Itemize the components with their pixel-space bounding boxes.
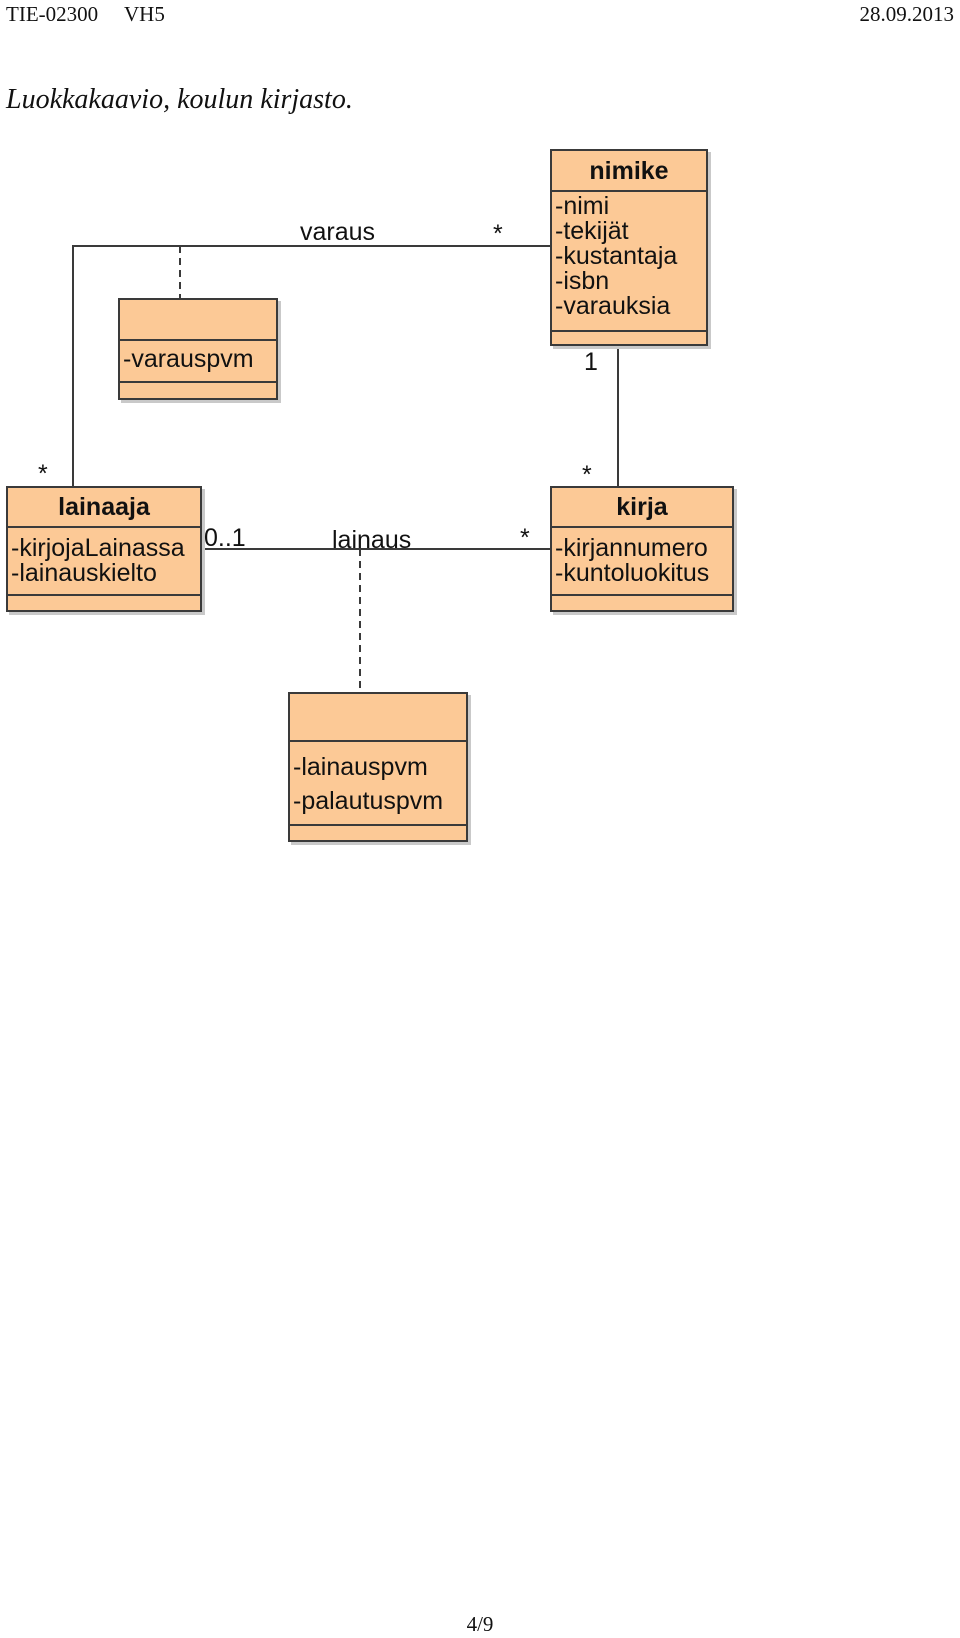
attribute-list: -kirjannumero -kuntoluokitus: [552, 528, 732, 596]
document-date: 28.09.2013: [859, 2, 955, 26]
attribute: -varauksia: [555, 292, 671, 320]
diagram-caption: Luokkakaavio, koulun kirjasto.: [6, 84, 353, 115]
class-name: [120, 300, 276, 341]
course-code: TIE-02300: [6, 2, 99, 26]
association-class-varaus: -varauspvm: [118, 298, 278, 400]
multiplicity-nimike-kirja-kirja: *: [582, 461, 592, 489]
class-nimike: nimike -nimi -tekijät -kustantaja -isbn …: [550, 149, 708, 346]
attribute: -kuntoluokitus: [555, 559, 710, 587]
attribute-list: -nimi -tekijät -kustantaja -isbn -varauk…: [552, 192, 706, 332]
attribute: -kirjannumero: [555, 534, 708, 562]
attribute: -kustantaja: [555, 242, 678, 270]
association-label-lainaus: lainaus: [332, 526, 412, 554]
attribute: -palautuspvm: [293, 787, 444, 815]
class-name: kirja: [552, 488, 732, 528]
class-name: [290, 694, 466, 742]
attribute: -lainauspvm: [293, 753, 428, 781]
class-kirja: kirja -kirjannumero -kuntoluokitus: [550, 486, 734, 612]
association-label-varaus: varaus: [300, 218, 376, 246]
attribute: -varauspvm: [123, 345, 254, 373]
varaus-line: [72, 245, 550, 486]
attribute-list: -varauspvm: [120, 341, 276, 383]
association-class-lainaus: -lainauspvm -palautuspvm: [288, 692, 468, 842]
multiplicity-nimike-kirja-nimike: 1: [584, 348, 598, 376]
page-number: 4/9: [466, 1612, 494, 1636]
attribute: -isbn: [555, 267, 610, 295]
attribute: -tekijät: [555, 217, 629, 245]
multiplicity-varaus-nimike: *: [493, 220, 503, 248]
attribute-list: -kirjojaLainassa -lainauskielto: [8, 528, 200, 596]
multiplicity-varaus-lainaaja: *: [38, 460, 48, 488]
class-lainaaja: lainaaja -kirjojaLainassa -lainauskielto: [6, 486, 202, 612]
exercise-id: VH5: [124, 2, 165, 26]
multiplicity-lainaus-kirja: *: [520, 524, 530, 552]
attribute: -nimi: [555, 192, 610, 220]
attribute: -lainauskielto: [11, 559, 157, 587]
class-name: nimike: [552, 151, 706, 192]
attribute: -kirjojaLainassa: [11, 534, 185, 562]
multiplicity-lainaus-lainaaja: 0..1: [204, 524, 246, 552]
class-name: lainaaja: [8, 488, 200, 528]
attribute-list: -lainauspvm -palautuspvm: [290, 742, 466, 826]
